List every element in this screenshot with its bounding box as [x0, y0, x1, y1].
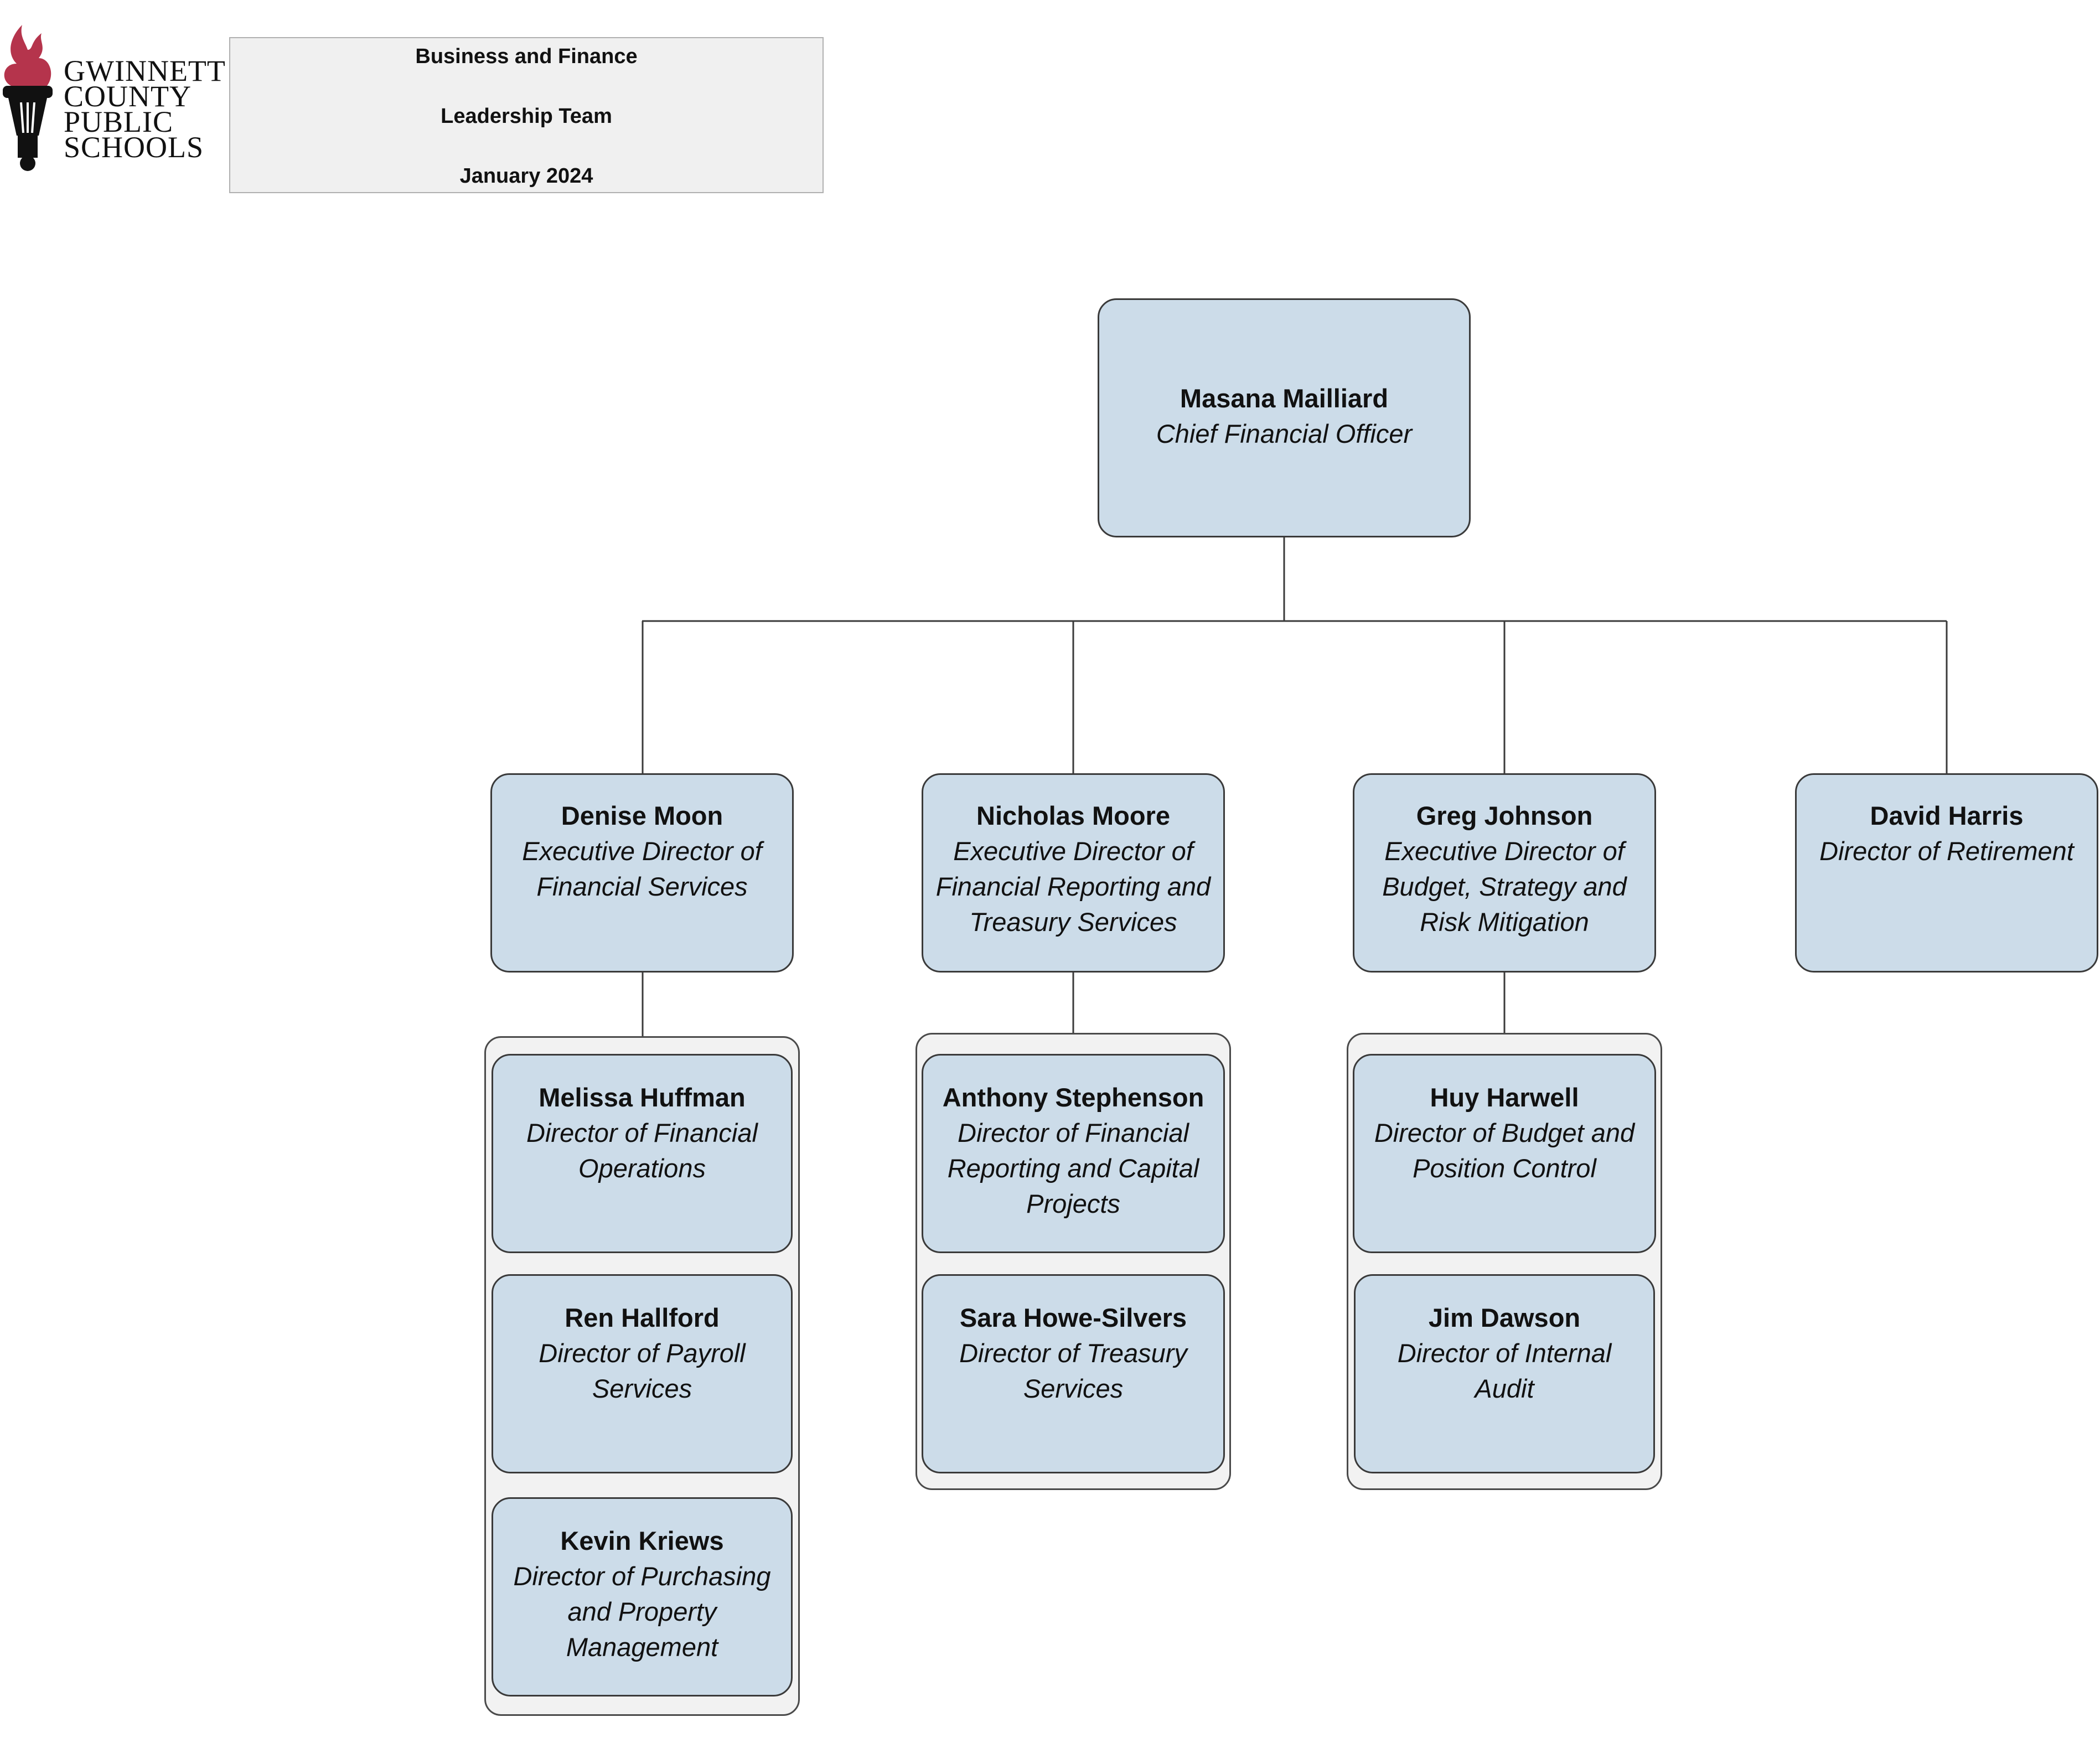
header-line-1: Business and Finance — [415, 45, 638, 68]
org-node-anthony-stephenson: Anthony Stephenson Director of Financial… — [922, 1054, 1225, 1253]
node-name: Nicholas Moore — [976, 801, 1170, 830]
org-node-sara-howe-silvers: Sara Howe-Silvers Director of Treasury S… — [922, 1274, 1225, 1473]
org-node-greg-johnson: Greg Johnson Executive Director of Budge… — [1353, 773, 1656, 973]
org-node-melissa-huffman: Melissa Huffman Director of Financial Op… — [492, 1054, 793, 1253]
node-title: Director of Retirement — [1819, 836, 2074, 866]
org-node-jim-dawson: Jim Dawson Director of Internal Audit — [1354, 1274, 1655, 1473]
node-name: Melissa Huffman — [539, 1083, 746, 1112]
torch-icon — [3, 25, 53, 171]
node-title: Director of Treasury Services — [959, 1338, 1187, 1403]
node-title: Director of Internal Audit — [1397, 1338, 1612, 1403]
org-node-david-harris: David Harris Director of Retirement — [1795, 773, 2098, 973]
node-name: David Harris — [1870, 801, 2024, 830]
node-title: Director of Payroll Services — [539, 1338, 746, 1403]
node-title: Executive Director of Budget, Strategy a… — [1382, 836, 1627, 937]
logo-line: PUBLIC — [64, 105, 174, 138]
node-name: Kevin Kriews — [560, 1526, 724, 1555]
node-title: Chief Financial Officer — [1156, 419, 1413, 448]
header-line-2: Leadership Team — [441, 105, 612, 128]
node-name: Jim Dawson — [1428, 1303, 1581, 1332]
org-node-denise-moon: Denise Moon Executive Director of Financ… — [490, 773, 794, 973]
header-box: Business and Finance Leadership Team Jan… — [229, 37, 824, 193]
node-title: Director of Financial Operations — [526, 1118, 758, 1183]
gcps-logo: GWINNETT COUNTY PUBLIC SCHOOLS — [0, 25, 225, 174]
node-name: Sara Howe-Silvers — [959, 1303, 1187, 1332]
node-name: Ren Hallford — [565, 1303, 720, 1332]
org-node-kevin-kriews: Kevin Kriews Director of Purchasing and … — [492, 1497, 793, 1697]
node-name: Anthony Stephenson — [942, 1083, 1204, 1112]
org-node-nicholas-moore: Nicholas Moore Executive Director of Fin… — [922, 773, 1225, 973]
logo-line: COUNTY — [64, 80, 192, 113]
node-title: Executive Director of Financial Reportin… — [935, 836, 1211, 937]
logo-line: GWINNETT — [64, 54, 226, 87]
node-title: Director of Purchasing and Property Mana… — [513, 1561, 771, 1662]
logo-line: SCHOOLS — [64, 131, 204, 164]
node-title: Director of Financial Reporting and Capi… — [947, 1118, 1199, 1218]
node-name: Greg Johnson — [1416, 801, 1593, 830]
org-node-huy-harwell: Huy Harwell Director of Budget and Posit… — [1353, 1054, 1656, 1253]
org-node-ren-hallford: Ren Hallford Director of Payroll Service… — [492, 1274, 793, 1473]
org-node-cfo: Masana Mailliard Chief Financial Officer — [1098, 298, 1471, 537]
node-name: Denise Moon — [561, 801, 723, 830]
header-line-3: January 2024 — [459, 164, 593, 188]
node-title: Director of Budget and Position Control — [1374, 1118, 1635, 1183]
logo-wordmark: GWINNETT COUNTY PUBLIC SCHOOLS — [64, 54, 226, 164]
node-name: Masana Mailliard — [1180, 384, 1389, 413]
node-name: Huy Harwell — [1430, 1083, 1579, 1112]
node-title: Executive Director of Financial Services — [522, 836, 762, 901]
